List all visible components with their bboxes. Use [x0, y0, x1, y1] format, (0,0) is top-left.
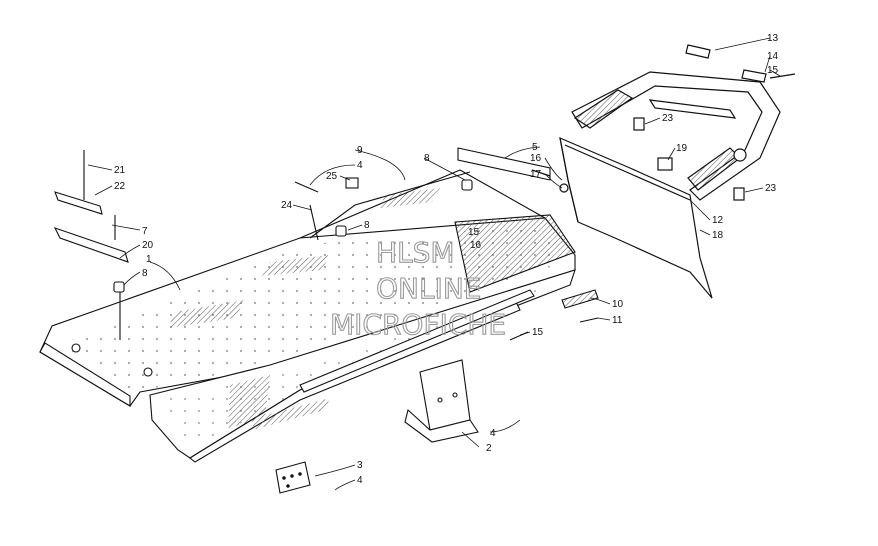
- callout-16-flap: 16: [530, 153, 542, 164]
- callout-15-bumper: 15: [767, 65, 779, 76]
- callout-15-rail: 15: [532, 327, 544, 338]
- callout-11: 11: [612, 315, 623, 326]
- snow-flap: [559, 137, 713, 299]
- callout-20: 20: [142, 240, 154, 251]
- callout-3: 3: [357, 460, 363, 471]
- callout-19: 19: [676, 143, 688, 154]
- callout-23-upper: 23: [662, 113, 674, 124]
- watermark-line-1: HLSM: [376, 236, 455, 269]
- rear-bumper: [531, 44, 796, 201]
- callout-8-left: 8: [142, 268, 148, 279]
- callout-4-deck: 4: [357, 160, 363, 171]
- deck-strip: [294, 147, 551, 241]
- callout-5: 5: [532, 142, 538, 153]
- callout-25: 25: [326, 171, 338, 182]
- callout-23-lower: 23: [765, 183, 777, 194]
- callout-2: 2: [486, 443, 492, 454]
- callout-8-top: 8: [424, 153, 430, 164]
- callout-24: 24: [281, 200, 293, 211]
- watermark-line-2: ONLINE: [376, 272, 481, 305]
- callout-16-grille: 16: [470, 240, 482, 251]
- watermark: HLSM ONLINE MICROFICHE: [329, 235, 506, 341]
- mounting-bracket: [404, 359, 479, 443]
- callout-14: 14: [767, 51, 779, 62]
- callout-17: 17: [530, 169, 542, 180]
- callout-15-grille: 15: [468, 227, 480, 238]
- callout-13: 13: [767, 33, 779, 44]
- callout-12: 12: [712, 215, 724, 226]
- callout-4-plate: 4: [357, 475, 363, 486]
- side-brackets: [53, 150, 129, 340]
- callout-9: 9: [357, 145, 363, 156]
- callout-10: 10: [612, 299, 624, 310]
- callout-18: 18: [712, 230, 724, 241]
- tunnel-assembly: [39, 169, 576, 463]
- callout-4-bracket: 4: [490, 428, 496, 439]
- callout-7: 7: [142, 226, 148, 237]
- callout-22: 22: [114, 181, 126, 192]
- callout-8-mid: 8: [364, 220, 370, 231]
- callout-labels: 1 2 3 4 4 4 5 7 8 8 8 9 10 11 12 13 14 1…: [114, 33, 779, 486]
- leader-lines: [87, 37, 781, 491]
- reflector-plate: [275, 461, 311, 494]
- watermark-line-3: MICROFICHE: [330, 308, 506, 341]
- callout-1: 1: [146, 254, 152, 265]
- callout-21: 21: [114, 165, 126, 176]
- rear-reflector: [509, 289, 599, 341]
